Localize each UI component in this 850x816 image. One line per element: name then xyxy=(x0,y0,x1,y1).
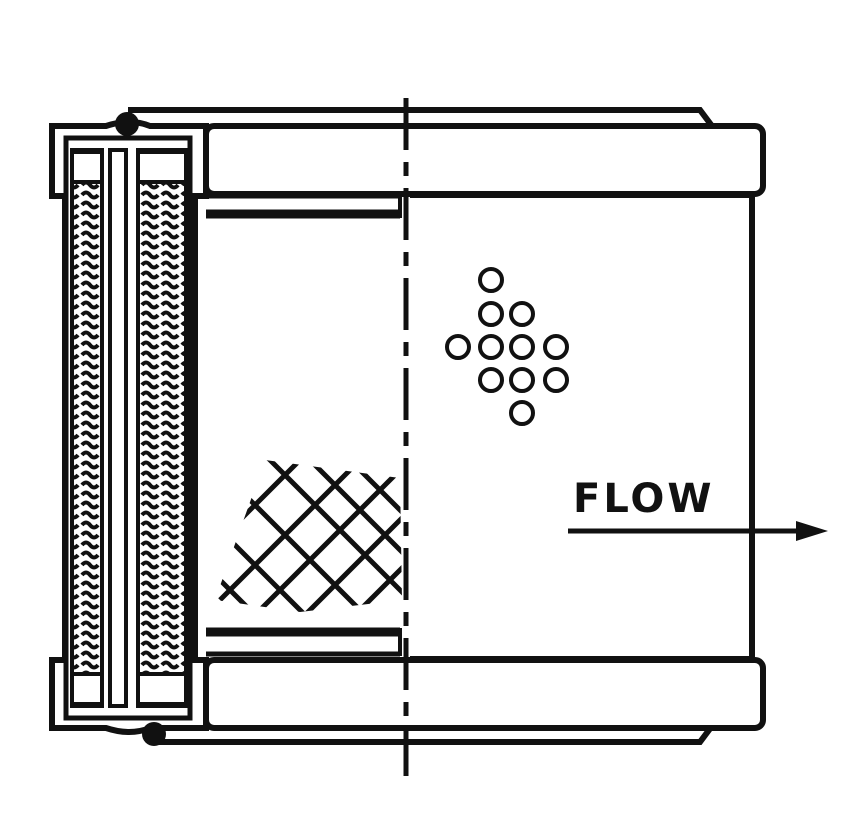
perforation-hole xyxy=(478,301,504,327)
perforation-hole xyxy=(478,267,504,293)
outer-housing xyxy=(128,107,755,745)
housing-bottom-edge xyxy=(150,724,715,745)
bottom-o-ring-seal xyxy=(142,722,166,746)
perforation-hole xyxy=(478,367,504,393)
top-end-ring xyxy=(203,123,766,197)
flow-label: FLOW xyxy=(573,476,715,522)
inner-core-tube xyxy=(206,193,752,660)
left-end-cap xyxy=(49,112,209,746)
top-o-ring-seal xyxy=(115,112,139,136)
perforation-hole xyxy=(509,334,535,360)
perforation-hole xyxy=(509,301,535,327)
pleated-media-outer-left xyxy=(70,148,104,708)
end-cap-inner-frame xyxy=(63,135,193,721)
bottom-end-ring xyxy=(203,657,766,731)
perforation-hole xyxy=(478,334,504,360)
perforation-hole xyxy=(509,367,535,393)
pleated-media-outer-right xyxy=(136,148,188,708)
perforation-hole xyxy=(445,334,471,360)
perforation-hole xyxy=(543,334,569,360)
housing-top-edge xyxy=(128,107,715,128)
perforation-hole xyxy=(509,400,535,426)
perforation-holes xyxy=(445,267,569,426)
center-tube-channel xyxy=(108,148,128,708)
flow-arrow-head-icon xyxy=(796,521,828,541)
perforation-hole xyxy=(543,367,569,393)
